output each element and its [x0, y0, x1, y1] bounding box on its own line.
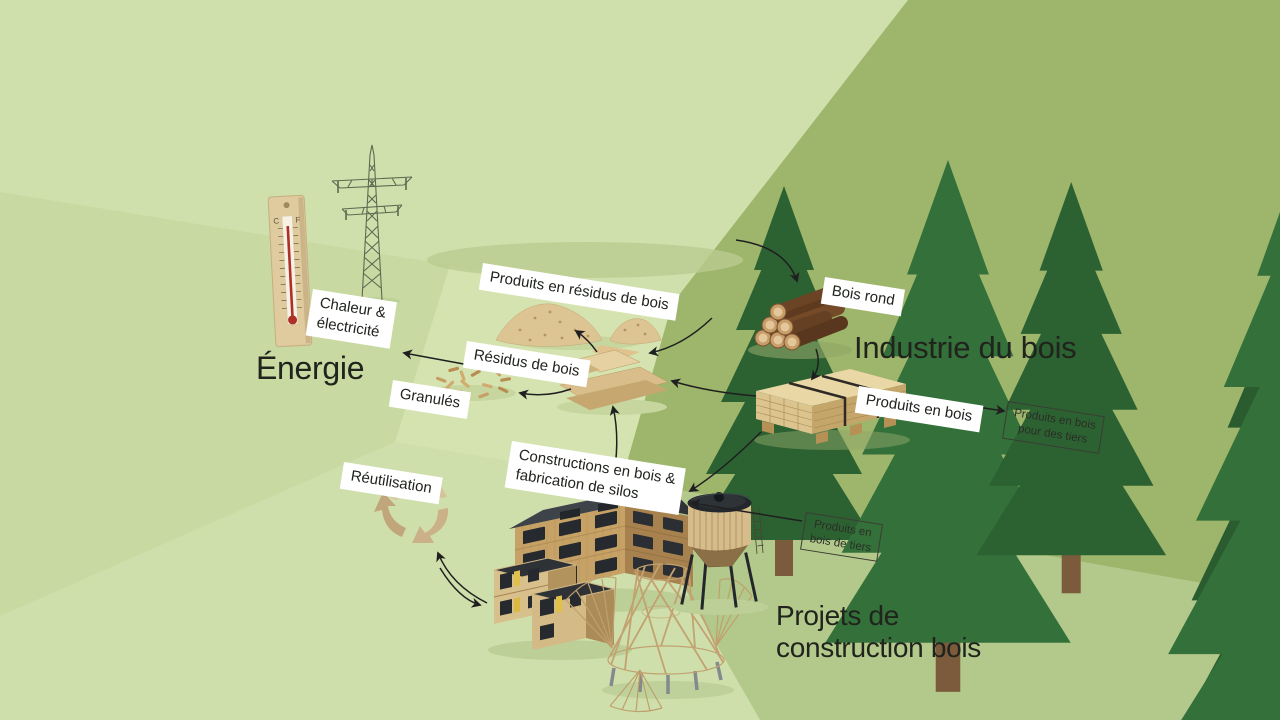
arrow-thirdparty-wood-to-constructions [690, 499, 803, 522]
wood-silo [672, 492, 768, 615]
arrow-residues-to-heat [402, 349, 470, 366]
flow-arrows [402, 239, 1006, 608]
arrow-offcuts-to-pellets [574, 330, 598, 353]
arrow-offcuts-to-granules [518, 388, 572, 400]
roundwood-logs [748, 285, 852, 359]
title-industrie-du-bois: Industrie du bois [854, 330, 1077, 365]
arrow-lumber-to-constructions [688, 431, 762, 492]
title-energie: Énergie [256, 350, 365, 386]
arrow-roundwood-to-offcuts [648, 317, 713, 357]
thermometer-scale-c: C [273, 216, 279, 225]
arrow-lumber-to-offcuts [670, 378, 757, 397]
timber-pavilion [565, 563, 753, 713]
arrow-reuse-to-building [439, 567, 482, 608]
arrow-roundwood-to-lumber [810, 348, 821, 381]
thermometer-scale-f: F [295, 215, 300, 224]
arrow-forest-to-roundwood [735, 239, 800, 283]
plane-top-left [0, 0, 908, 304]
thermometer-icon: C F [267, 194, 313, 348]
title-projets-construction: Projets de construction bois [776, 600, 982, 664]
modular-buildings [488, 557, 632, 660]
